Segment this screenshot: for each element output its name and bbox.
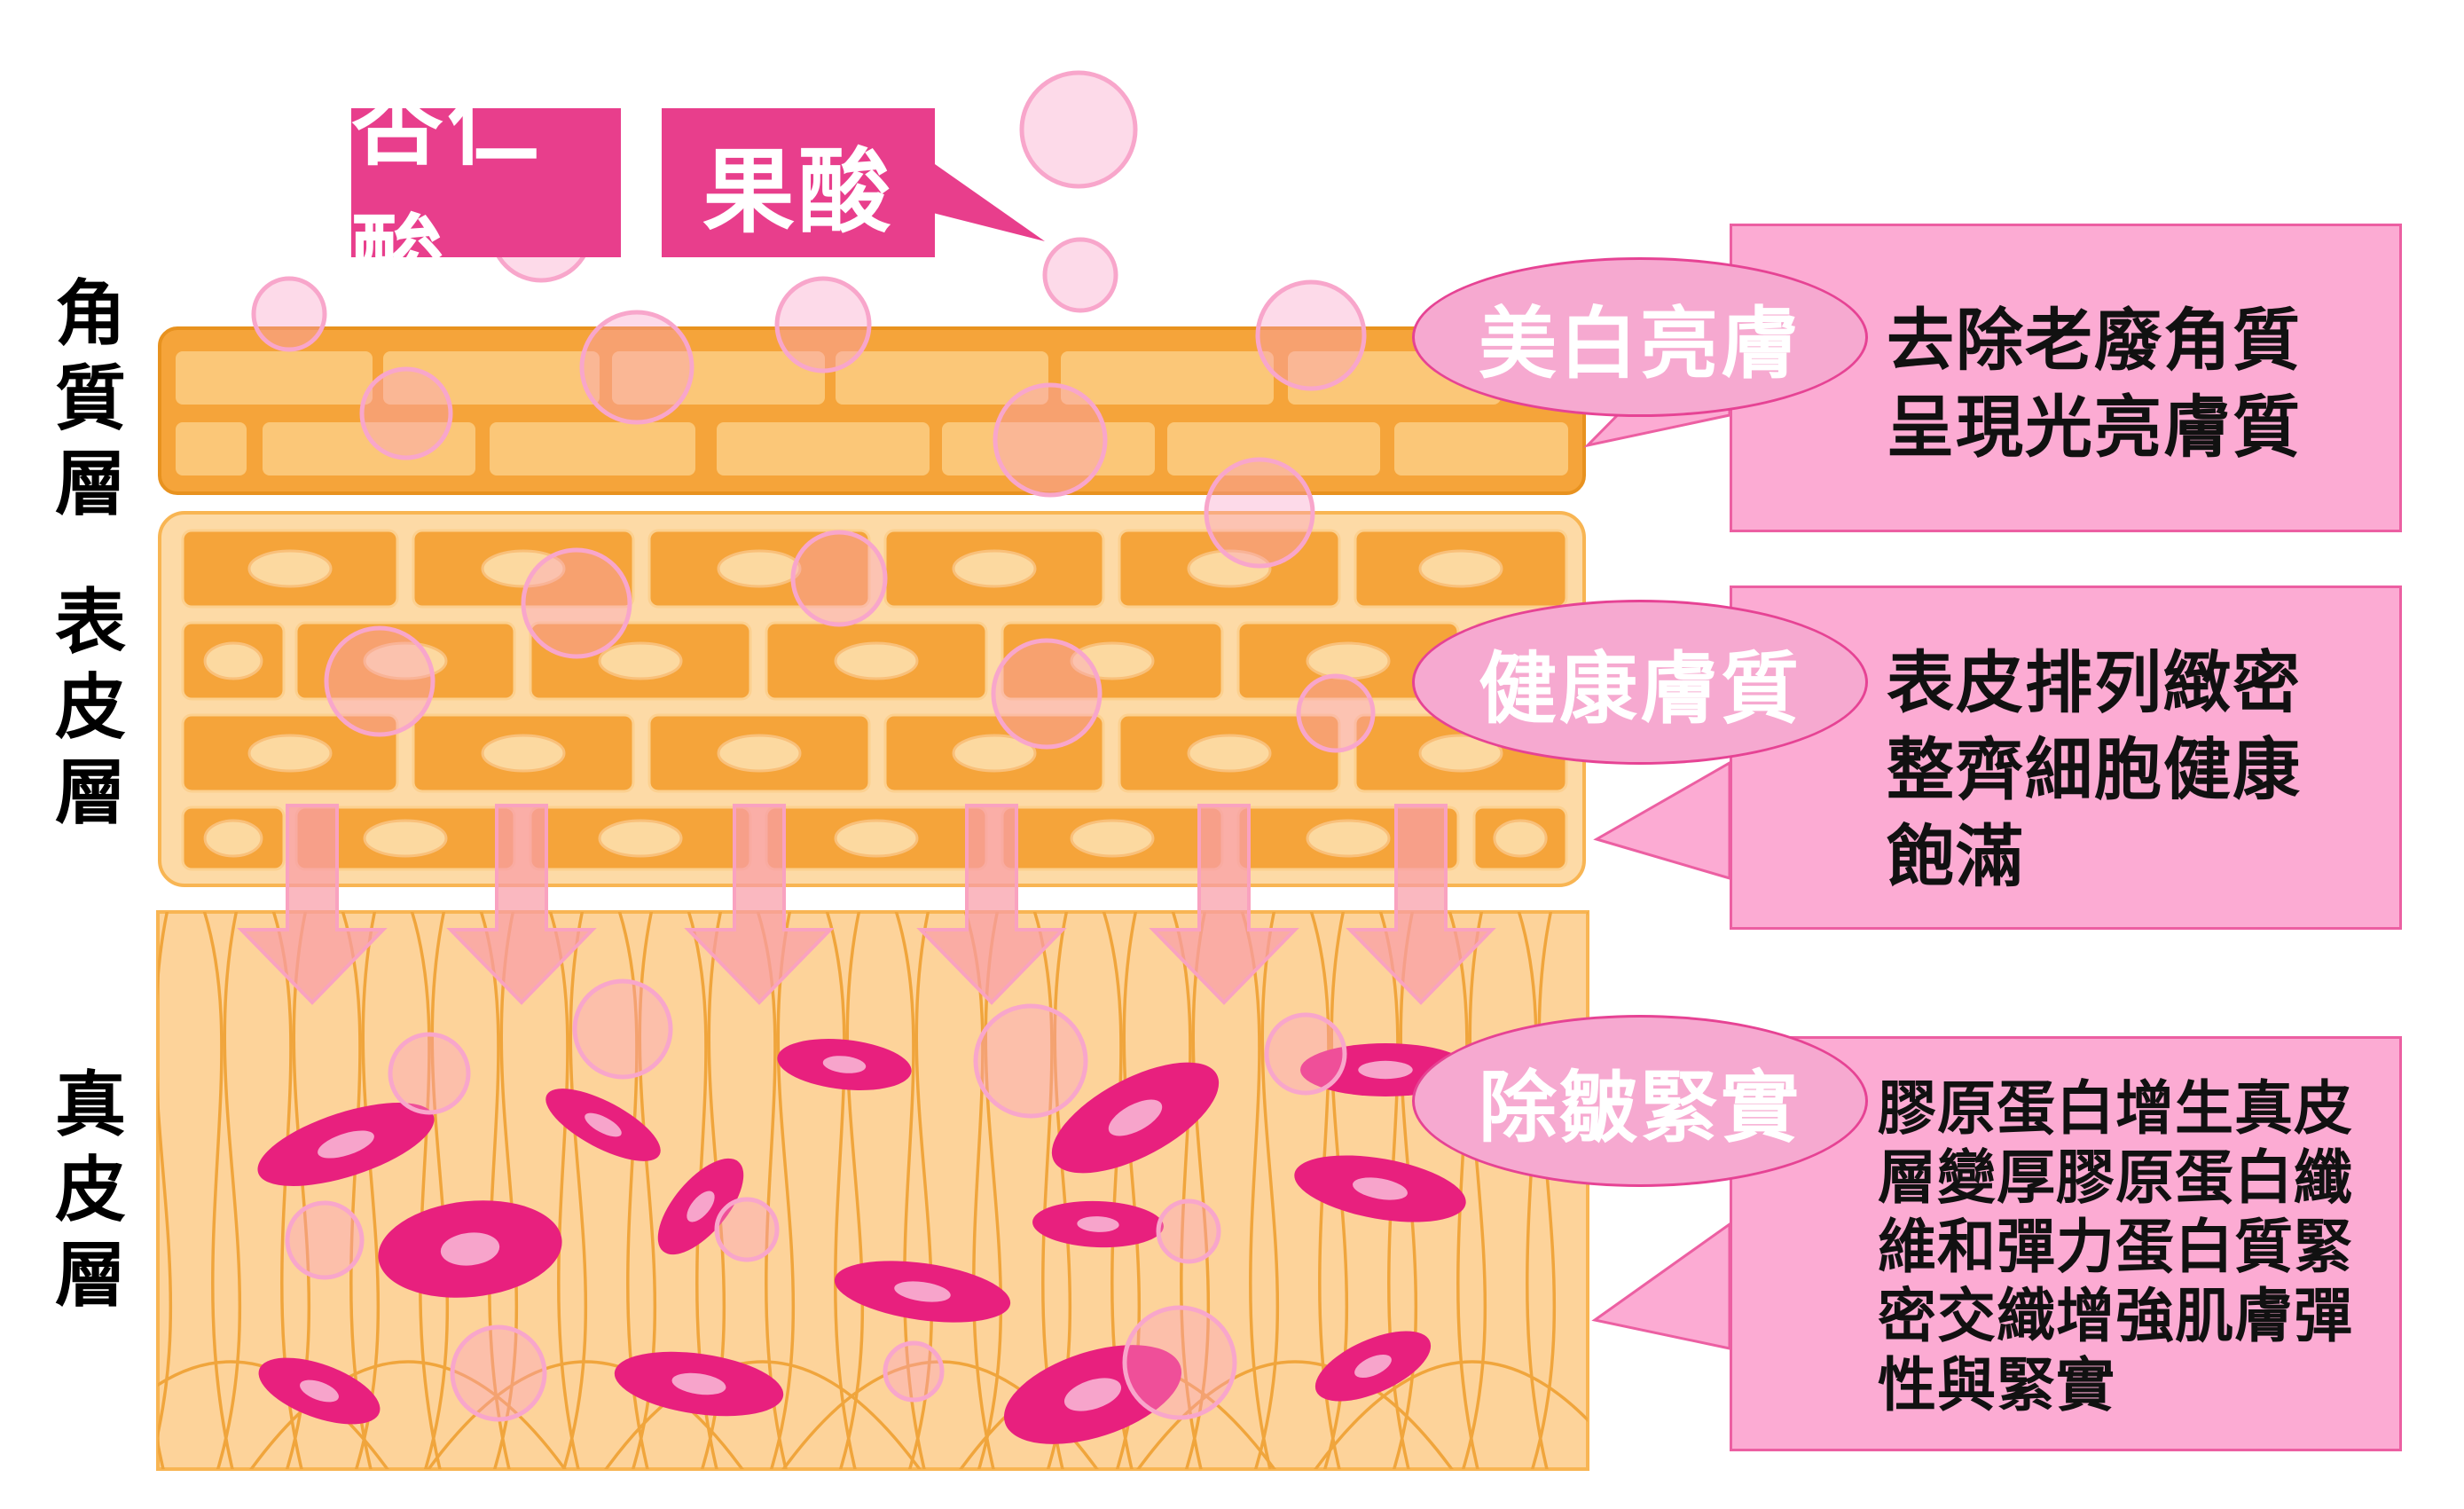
dermis-layer bbox=[156, 910, 1589, 1471]
penetration-arrows bbox=[237, 804, 1496, 1005]
almond-acid-tag: 杏仁酸 bbox=[351, 70, 621, 312]
epidermis-layer bbox=[158, 511, 1586, 887]
callout-box-healthy-skin: 表皮排列緻密 整齊細胞健康 飽滿 bbox=[1730, 586, 2402, 930]
callout-heading-healthy-skin: 健康膚質 bbox=[1412, 600, 1868, 765]
callout-tail-2 bbox=[1593, 760, 1731, 881]
callout-box-firming: 膠原蛋白增生真皮 層變厚膠原蛋白纖 維和彈力蛋白質緊 密交織增強肌膚彈 性與緊實 bbox=[1730, 1036, 2402, 1451]
callout-text-brightening: 去除老廢角質 呈現光亮膚質 bbox=[1887, 301, 2302, 467]
callout-heading-brightening: 美白亮膚 bbox=[1412, 257, 1868, 417]
dermis-label: 真皮層 bbox=[55, 1064, 126, 1316]
callout-tail-3 bbox=[1591, 1222, 1731, 1350]
acid-molecules bbox=[251, 70, 1376, 1422]
callout-text-healthy-skin: 表皮排列緻密 整齊細胞健康 飽滿 bbox=[1887, 643, 2302, 896]
epidermis-label: 表皮層 bbox=[55, 581, 126, 834]
callout-box-brightening: 去除老廢角質 呈現光亮膚質 bbox=[1730, 224, 2402, 532]
callout-text-firming: 膠原蛋白增生真皮 層變厚膠原蛋白纖 維和彈力蛋白質緊 密交織增強肌膚彈 性與緊實 bbox=[1878, 1074, 2353, 1419]
fruit-acid-tag: 果酸 bbox=[662, 108, 935, 257]
stratum-corneum-label: 角質層 bbox=[55, 272, 126, 525]
tag-pointer bbox=[926, 158, 1045, 241]
callout-heading-firming: 除皺緊實 bbox=[1412, 1015, 1868, 1187]
